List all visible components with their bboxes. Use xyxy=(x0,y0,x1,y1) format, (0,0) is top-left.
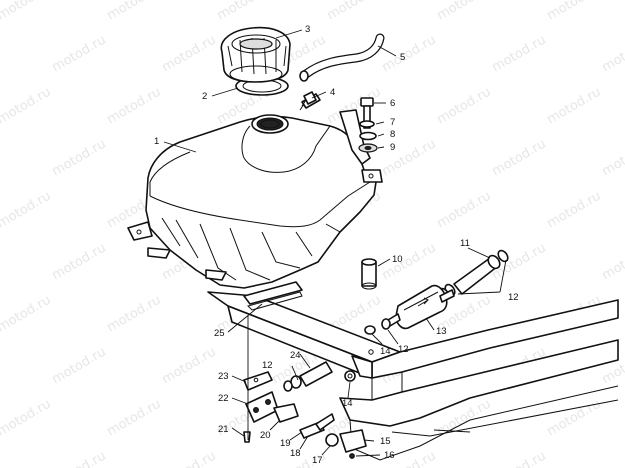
callout-6: 6 xyxy=(390,98,395,109)
callout-15: 15 xyxy=(380,436,391,447)
callout-8: 8 xyxy=(390,129,395,140)
watermark-text: motod.ru xyxy=(600,449,625,468)
callout-1: 1 xyxy=(154,136,159,147)
callout-24: 24 xyxy=(290,350,301,361)
callout-14b: 14 xyxy=(342,398,353,409)
watermark-text: motod.ru xyxy=(545,397,604,440)
callout-23: 23 xyxy=(218,371,229,382)
callout-12c: 12 xyxy=(262,360,273,371)
watermark-text: motod.ru xyxy=(490,33,549,76)
callout-14a: 14 xyxy=(380,346,391,357)
watermark-text: motod.ru xyxy=(105,293,164,336)
callout-9: 9 xyxy=(390,142,395,153)
leader-lines xyxy=(163,29,507,457)
watermark-text: motod.ru xyxy=(600,33,625,76)
watermark-text: motod.ru xyxy=(50,449,109,468)
watermark-text: motod.ru xyxy=(105,85,164,128)
callouts: 1 2 3 4 5 6 7 8 9 10 11 12 12 12 13 14 1… xyxy=(154,24,519,466)
watermark-text: motod.ru xyxy=(0,0,54,23)
watermark-text: motod.ru xyxy=(380,241,439,284)
vent-hose xyxy=(299,33,385,82)
callout-7: 7 xyxy=(390,117,395,128)
vent-fitting xyxy=(301,91,317,107)
watermark-text: motod.ru xyxy=(0,189,54,232)
callout-16: 16 xyxy=(384,450,395,461)
watermark-text: motod.ru xyxy=(50,33,109,76)
callout-10: 10 xyxy=(392,254,403,265)
watermark-text: motod.ru xyxy=(50,241,109,284)
grommets xyxy=(344,325,376,382)
fuel-cap xyxy=(220,26,291,83)
callout-13: 13 xyxy=(436,326,447,337)
callout-11: 11 xyxy=(460,238,470,249)
watermark-text: motod.ru xyxy=(0,85,54,128)
watermark-text: motod.ru xyxy=(380,137,439,180)
callout-3: 3 xyxy=(305,24,310,35)
watermark-text: motod.ru xyxy=(0,397,54,440)
fuel-line-lower xyxy=(283,361,333,392)
watermark-text: motod.ru xyxy=(380,33,439,76)
callout-12b: 12 xyxy=(398,344,409,355)
callout-22: 22 xyxy=(218,393,229,404)
watermark-text: motod.ru xyxy=(600,241,625,284)
watermark-text: motod.ru xyxy=(435,189,494,232)
watermark-text: motod.ru xyxy=(545,189,604,232)
watermark-text: motod.ru xyxy=(435,0,494,23)
callout-4: 4 xyxy=(330,87,335,98)
watermark-text: motod.ru xyxy=(490,137,549,180)
callout-19: 19 xyxy=(280,438,291,449)
watermark-text: motod.ru xyxy=(160,33,219,76)
fuel-filter xyxy=(381,284,455,330)
fuel-tank xyxy=(127,93,383,289)
watermark-text: motod.ru xyxy=(490,449,549,468)
watermark-text: motod.ru xyxy=(545,0,604,23)
callout-25: 25 xyxy=(214,328,225,339)
watermark-text: motod.ru xyxy=(50,345,109,388)
callout-20: 20 xyxy=(260,430,271,441)
watermark-text: motod.ru xyxy=(50,137,109,180)
watermark-text: motod.ru xyxy=(600,137,625,180)
fuel-valve-assembly xyxy=(243,371,367,459)
mounting-hardware xyxy=(339,97,378,165)
callout-21: 21 xyxy=(218,424,229,435)
watermark-text: motod.ru xyxy=(160,449,219,468)
callout-2: 2 xyxy=(202,91,207,102)
watermark-text: motod.ru xyxy=(545,85,604,128)
callout-5: 5 xyxy=(400,52,405,63)
watermark-text: motod.ru xyxy=(105,397,164,440)
callout-18: 18 xyxy=(290,448,301,459)
watermark-text: motod.ru xyxy=(160,345,219,388)
callout-12a: 12 xyxy=(508,292,519,303)
watermark-text: motod.ru xyxy=(0,293,54,336)
watermark-text: motod.ru xyxy=(435,85,494,128)
watermark-text: motod.ru xyxy=(325,0,384,23)
watermark-text: motod.ru xyxy=(105,0,164,23)
callout-17: 17 xyxy=(312,455,323,466)
watermark-text: motod.ru xyxy=(215,0,274,23)
spacer-sleeve xyxy=(361,258,377,290)
tank-pad xyxy=(243,281,303,311)
